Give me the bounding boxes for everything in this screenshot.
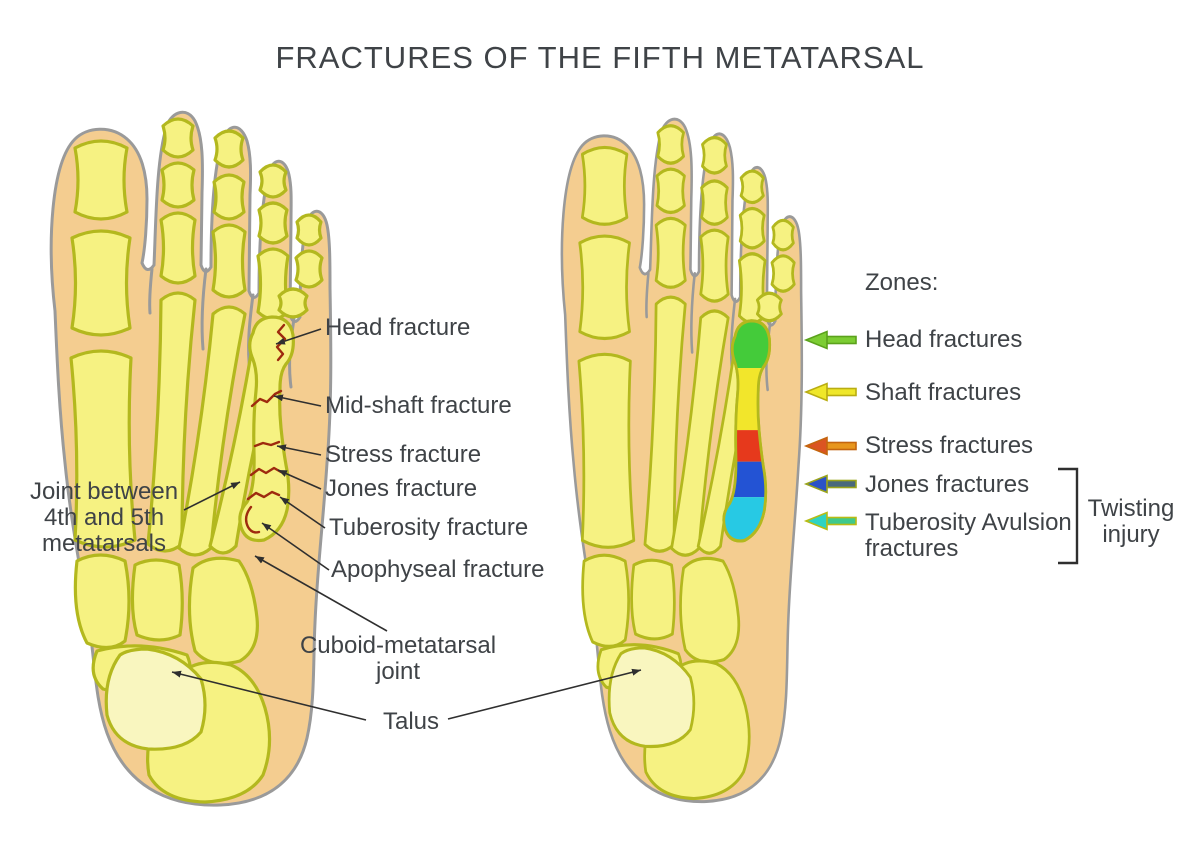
legend-label-tuberosity-line1: Tuberosity Avulsion <box>865 509 1072 536</box>
label-twisting-line2: injury <box>1102 521 1160 548</box>
legend-arrow-tuberosity-fractures <box>803 511 857 531</box>
right-foot <box>560 117 804 804</box>
label-cuboid-joint: Cuboid-metatarsal joint <box>298 633 498 685</box>
legend-label-shaft-fractures: Shaft fractures <box>865 379 1022 406</box>
jones-fracture-mark <box>249 466 283 477</box>
legend-label-tuberosity-fractures: Tuberosity Avulsion fractures <box>865 510 1072 562</box>
label-joint-between-line3: metatarsals <box>41 530 167 557</box>
left-foot <box>49 110 333 807</box>
leader-jones-fracture <box>277 469 322 490</box>
leader-midshaft-fracture <box>273 394 322 407</box>
leader-tuberosity-fracture <box>279 496 326 529</box>
leader-apophyseal-fracture <box>261 522 330 571</box>
label-apophyseal-fracture: Apophyseal fracture <box>331 556 545 583</box>
legend-arrow-shaft-fractures <box>803 382 857 402</box>
label-tuberosity-fracture: Tuberosity fracture <box>329 514 529 541</box>
label-midshaft-fracture: Mid-shaft fracture <box>325 392 512 419</box>
twisting-injury-bracket <box>1058 467 1079 565</box>
legend-arrow-jones-fractures <box>803 474 857 494</box>
label-cuboid-joint-line1: Cuboid-metatarsal <box>299 632 497 659</box>
arrow-head <box>803 511 828 531</box>
arrow-head <box>803 474 828 494</box>
apophyseal-fracture-mark <box>244 505 261 534</box>
fifth-metatarsal-outline <box>722 319 772 543</box>
legend-label-jones-fractures: Jones fractures <box>865 471 1030 498</box>
leader-stress-fracture <box>276 444 322 456</box>
leader-head-fracture <box>275 328 322 345</box>
legend-arrow-stress-fractures <box>803 436 857 456</box>
arrow-head <box>803 330 828 350</box>
label-talus: Talus <box>383 708 440 735</box>
stress-fracture-mark <box>253 440 281 448</box>
arrow-shaft <box>823 479 857 489</box>
label-twisting-injury: Twisting injury <box>1083 496 1179 548</box>
legend-title: Zones: <box>865 269 939 296</box>
label-stress-fracture: Stress fracture <box>325 441 482 468</box>
leader-talus-right <box>447 668 642 720</box>
legend-arrow-head-fractures <box>803 330 857 350</box>
midshaft-fracture-mark <box>250 389 283 408</box>
page-title: FRACTURES OF THE FIFTH METATARSAL <box>275 40 925 75</box>
arrow-head <box>803 436 828 456</box>
tuberosity-fracture-mark <box>246 490 281 501</box>
arrow-head <box>803 382 828 402</box>
legend-label-stress-fractures: Stress fractures <box>865 432 1034 459</box>
arrow-shaft <box>823 441 857 451</box>
arrow-shaft <box>823 516 857 526</box>
label-joint-between: Joint between 4th and 5th metatarsals <box>25 479 183 557</box>
label-twisting-line1: Twisting <box>1087 495 1175 522</box>
leader-joint-between <box>183 481 241 511</box>
legend-label-tuberosity-line2: fractures <box>865 535 959 562</box>
leader-talus-left <box>171 670 367 721</box>
label-joint-between-line2: 4th and 5th <box>43 504 165 531</box>
arrow-shaft <box>823 335 857 345</box>
label-cuboid-joint-line2: joint <box>375 658 421 685</box>
legend-label-head-fractures: Head fractures <box>865 326 1023 353</box>
leader-cuboid-joint <box>254 555 388 632</box>
label-joint-between-line1: Joint between <box>29 478 179 505</box>
label-head-fracture: Head fracture <box>325 314 471 341</box>
arrow-shaft <box>823 387 857 397</box>
label-jones-fracture: Jones fracture <box>325 475 478 502</box>
